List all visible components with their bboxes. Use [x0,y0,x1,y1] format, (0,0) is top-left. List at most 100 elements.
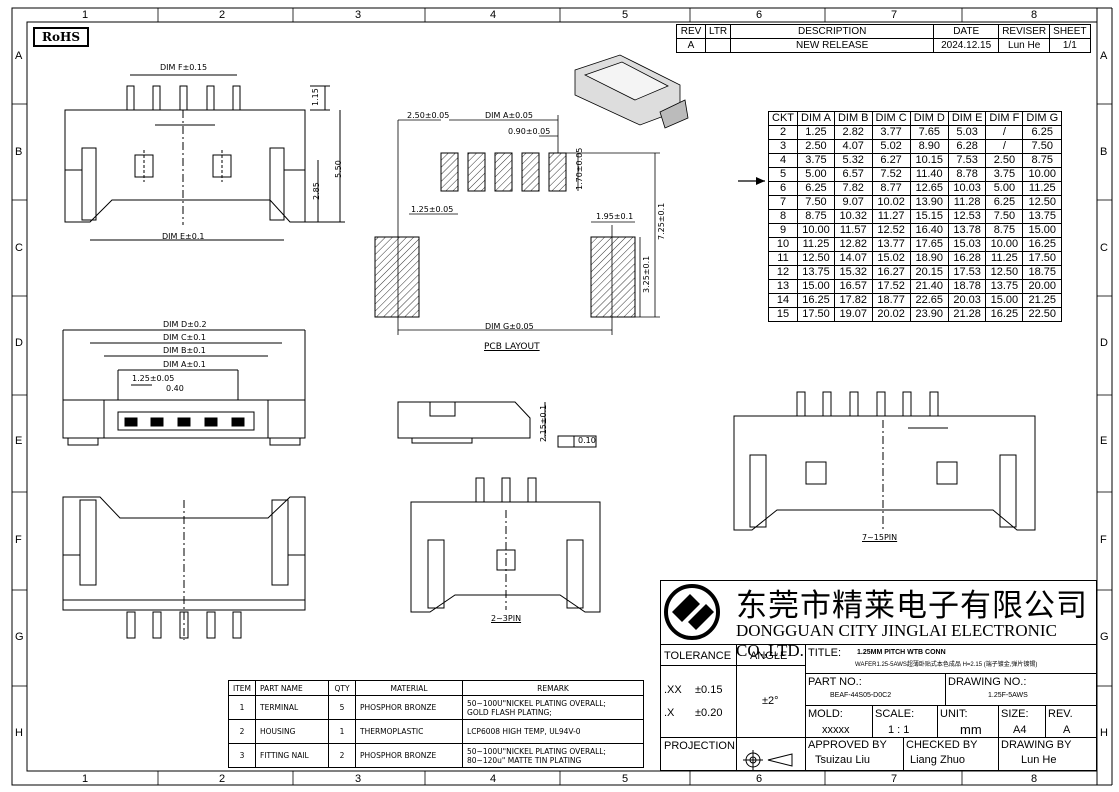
dim-table-cell: 19.07 [833,307,873,322]
rev-value: A [1063,724,1071,736]
dim-table-cell: 8.75 [985,223,1024,238]
bom-qty: 2 [328,743,357,768]
rev-header-rev: REV [676,24,706,39]
view-7-15pin [733,391,1036,531]
tb-line [903,737,904,771]
dim-table-cell: 7.52 [871,167,911,182]
zone-row-c-right: C [1100,242,1108,254]
dim-table-cell: 6.57 [833,167,873,182]
dim-table-cell: 14.07 [833,251,873,266]
title-label: TITLE: [808,647,842,659]
dim-table-cell: 22.50 [1022,307,1063,322]
zone-row-f-right: F [1100,534,1107,546]
rev-value-rev: A [676,38,706,53]
dim-table-cell: 5.02 [871,139,911,154]
dim-table-cell: 20.15 [909,265,949,280]
dim-table-cell: 6.25 [985,195,1024,210]
zone-row-h: H [15,727,23,739]
dim-table-cell: 16.25 [1022,237,1063,252]
label-pcb-layout: PCB LAYOUT [484,342,540,352]
dim-table-cell: 3.75 [985,167,1024,182]
dim-table-header: DIM F [985,111,1024,126]
approved-value: Tsuizau Liu [815,754,871,766]
dim-table-header: DIM C [871,111,911,126]
bom-header-part-name: PART NAME [255,680,330,696]
dim-table-cell: 12.52 [871,223,911,238]
dim-table-cell: 14 [768,293,798,308]
rev-header-reviser: REVISER [998,24,1051,39]
dim-table-cell: 10 [768,237,798,252]
bom-row: 2 HOUSING 1 THERMOPLASTIC LCP6008 HIGH T… [227,719,645,744]
tb-line [660,644,1097,645]
company-name-en: DONGGUAN CITY JINGLAI ELECTRONIC CO.,LTD… [736,621,1057,660]
dim-table-cell: 21.40 [909,279,949,294]
dim-table-cell: 17.53 [947,265,987,280]
label-0-40: 0.40 [166,384,184,393]
dim-table-cell: 11.57 [833,223,873,238]
tol-xx: .XX [664,684,682,696]
tb-line [945,673,946,705]
rev-value-date: 2024.12.15 [933,38,1000,53]
dim-table-cell: 2 [768,125,798,140]
label-2-15: 2.15±0.1 [539,404,548,442]
dim-table-cell: 15.00 [797,279,835,294]
revision-table: REV LTR DESCRIPTION DATE REVISER SHEET A… [676,24,1091,53]
tb-line [998,705,999,771]
zone-col-7-bottom: 7 [891,773,898,785]
bom-item: 2 [227,719,257,744]
bom-header-remark: REMARK [462,680,645,696]
dim-table-cell: 9 [768,223,798,238]
label-pcb-1-70: 1.70±0.05 [575,147,584,190]
zone-row-d: D [15,337,23,349]
dim-table-cell: 18.75 [1022,265,1063,280]
dim-table-cell: 17.52 [871,279,911,294]
dim-table-header: DIM D [909,111,949,126]
zone-col-5: 5 [622,9,629,21]
label-pcb-2-50: 2.50±0.05 [407,111,450,120]
dim-table-cell: 16.27 [871,265,911,280]
tolerance-label: TOLERANCE [664,650,732,662]
dim-table-cell: 8.78 [947,167,987,182]
dim-table-cell: 18.78 [947,279,987,294]
label-pcb-0-90: 0.90±0.05 [508,127,551,136]
zone-row-a: A [15,50,23,62]
dim-table-cell: 10.32 [833,209,873,224]
title-line1: 1.25MM PITCH WTB CONN [857,649,946,656]
dim-table-cell: 8.77 [871,181,911,196]
dim-table-header: DIM G [1022,111,1063,126]
label-flatness-0-10: 0.10 [578,436,596,445]
dim-table-cell: 11.28 [947,195,987,210]
dim-table-cell: 10.03 [947,181,987,196]
zone-row-g: G [15,631,24,643]
dim-table-cell: 11.40 [909,167,949,182]
tol-x-value: ±0.20 [695,707,723,719]
dim-table-cell: 20.00 [1022,279,1063,294]
dim-table-cell: 12.50 [985,265,1024,280]
zone-row-d-right: D [1100,337,1108,349]
tb-line [736,644,737,771]
rev-label: REV. [1048,708,1073,720]
dim-table-cell: 7.82 [833,181,873,196]
zone-col-4: 4 [490,9,497,21]
dim-table-cell: 17.50 [797,307,835,322]
dim-table-cell: 20.03 [947,293,987,308]
dim-table-cell: 6.27 [871,153,911,168]
drawing-by-label: DRAWING BY [1001,739,1072,751]
dim-table-cell: 10.00 [1022,167,1063,182]
bom-qty: 1 [328,719,357,744]
angle-label: ANGLE [750,650,788,662]
title-line2: WAFER1.25-5AWS超薄卧贴式本色成品 H=2.15 (端子镀金,弹片镀… [855,662,1038,668]
zone-row-a-right: A [1100,50,1108,62]
tb-line [660,665,805,666]
part-no-label: PART NO.: [808,676,862,688]
rev-value-description: NEW RELEASE [730,38,935,53]
connector-3d-image [574,54,689,129]
zone-col-7: 7 [891,9,898,21]
rev-value-sheet: 1/1 [1049,38,1091,53]
tb-line [805,673,1097,674]
label-2-85: 2.85 [312,182,321,200]
dim-table-cell: 21.25 [1022,293,1063,308]
